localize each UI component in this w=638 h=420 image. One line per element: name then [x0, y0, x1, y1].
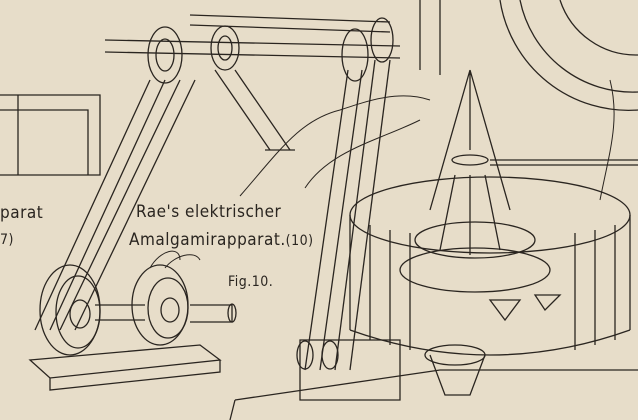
- wires: [149, 79, 615, 269]
- title-ref: (10): [285, 233, 314, 249]
- figure-number: Fig.10.: [228, 274, 274, 290]
- illustration-title-line1: Rae's elektrischer: [136, 202, 282, 222]
- base-platform: [229, 339, 638, 420]
- dynamo: [28, 264, 237, 391]
- amalgamator-tub: [349, 69, 638, 396]
- title-line2-text: Amalgamirapparat.: [129, 230, 286, 250]
- line-shaft: [104, 14, 401, 59]
- top-disc: [419, 0, 638, 111]
- pulleys: [147, 17, 394, 84]
- illustration-title-line2: Amalgamirapparat.(10): [129, 230, 314, 250]
- left-frame: [0, 94, 101, 176]
- left-partial-title: parat: [0, 203, 44, 223]
- left-partial-ref: 7): [0, 232, 14, 248]
- supports: [34, 59, 391, 371]
